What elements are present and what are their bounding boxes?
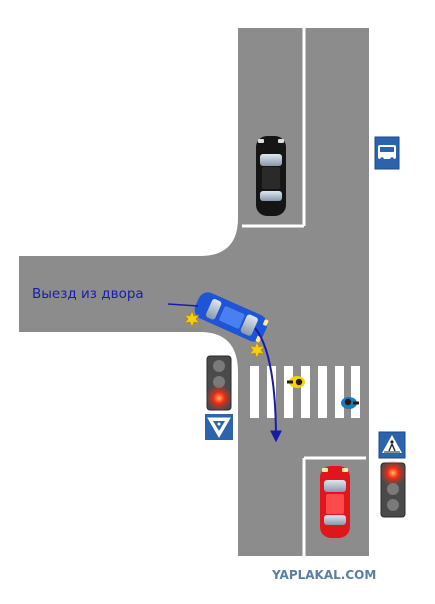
road-markings — [242, 28, 366, 556]
watermark: YAPLAKAL.COM — [271, 568, 376, 582]
blue-car — [194, 292, 269, 343]
annotation-leader — [167, 303, 199, 307]
left-traffic-light — [206, 355, 232, 411]
zebra-crossing — [250, 366, 360, 418]
trajectory-arrow — [254, 327, 282, 443]
pedestrian-blue — [341, 397, 359, 409]
pedestrian-yield-icon — [205, 414, 233, 440]
annotation-label: Выезд из двора — [32, 286, 144, 302]
right-traffic-light — [380, 460, 406, 518]
black-car — [256, 136, 286, 216]
bus-icon — [374, 136, 400, 170]
pedestrian-yellow — [287, 376, 305, 388]
corner-top — [200, 218, 238, 258]
pedestrian-icon — [378, 431, 406, 459]
corner-bottom — [200, 330, 238, 372]
red-car — [320, 466, 350, 538]
